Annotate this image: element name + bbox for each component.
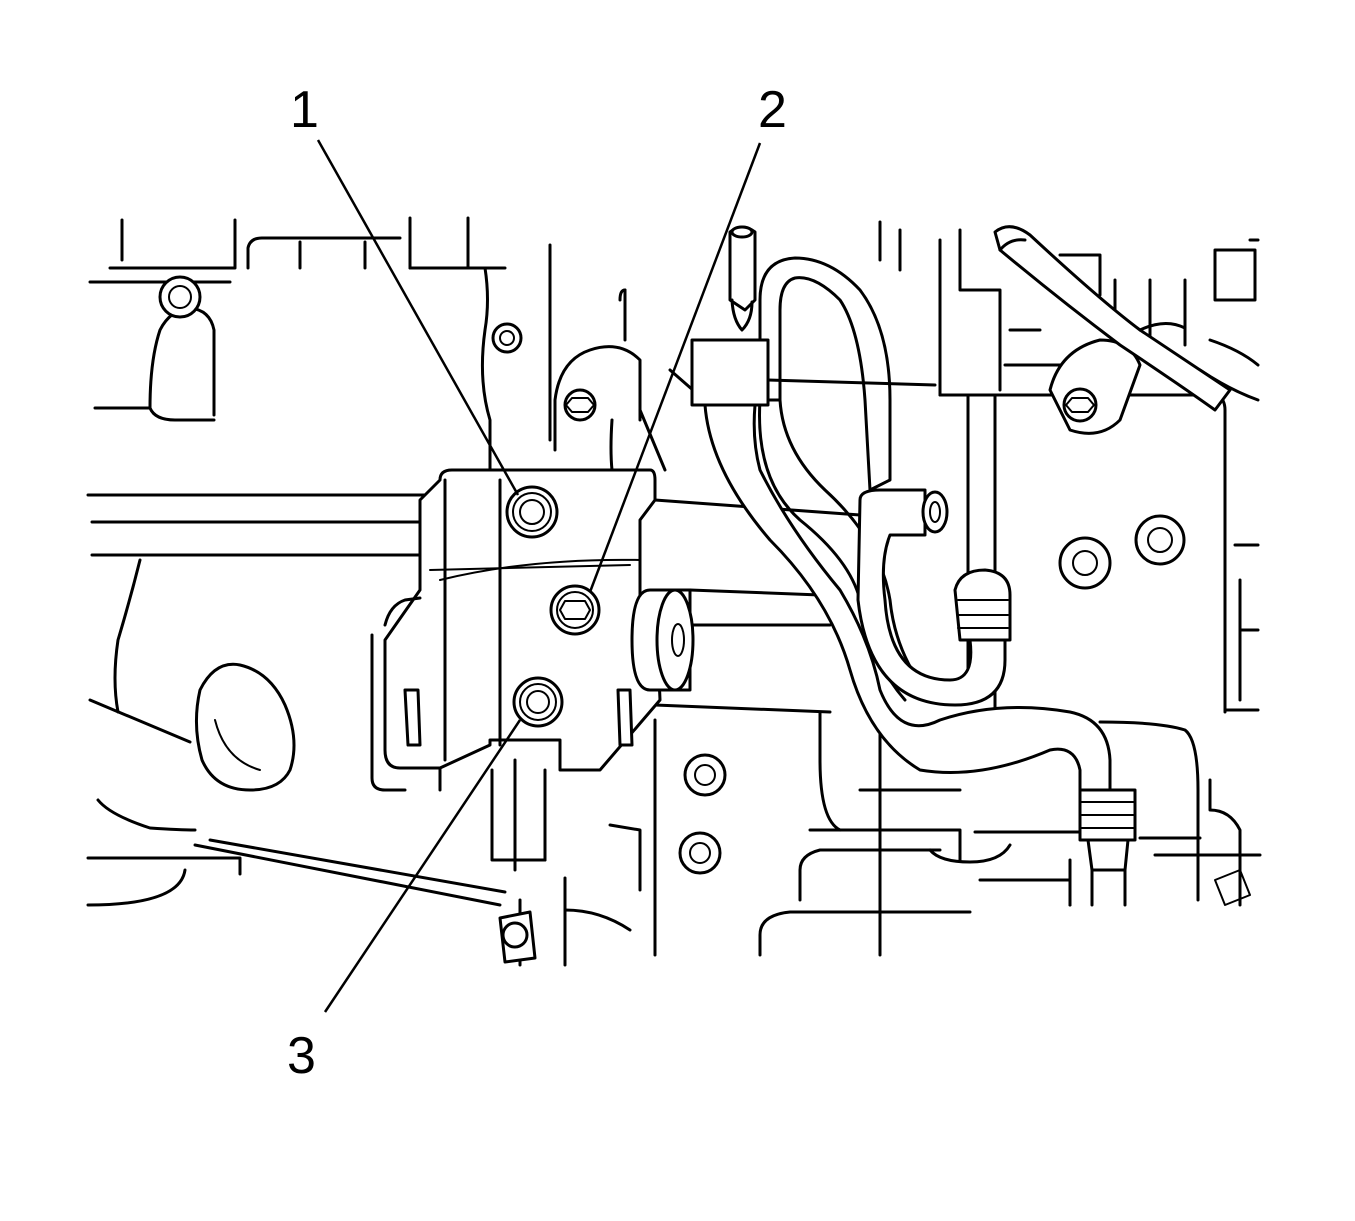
s-hose: [703, 403, 1112, 802]
right-block-bosses: [1058, 514, 1186, 590]
hex-bolt-lower-left: [498, 910, 537, 964]
lower-middle-block: [490, 718, 657, 967]
callout-3-leader: [323, 719, 522, 1013]
middle-housing: [553, 288, 712, 472]
hose-connector: [953, 568, 1012, 642]
upper-left-boss: [158, 275, 202, 319]
lower-hose-coupling: [1068, 788, 1137, 907]
hose-fitting: [690, 338, 937, 407]
callout-1-label: 1: [290, 81, 319, 139]
callout-1: 1: [290, 81, 520, 496]
callout-1-leader: [316, 139, 520, 496]
callout-2-label: 2: [758, 81, 787, 139]
bolt-3: [512, 676, 564, 728]
callout-3-label: 3: [287, 1027, 316, 1085]
bolt-1: [505, 485, 559, 539]
right-bracket-bolt: [1048, 338, 1142, 435]
callout-2: 2: [588, 81, 787, 593]
lower-middle-bosses: [678, 753, 727, 875]
callout-2-leader: [588, 142, 762, 593]
upper-left-housing: [88, 216, 552, 472]
lower-left-manifold: [86, 558, 507, 907]
mounting-bracket: [370, 468, 662, 792]
small-nut-upper: [491, 322, 523, 354]
vertical-stem: [728, 225, 757, 332]
hex-bolt-upper-middle: [563, 388, 597, 422]
hose-elbow: [856, 488, 1007, 707]
bushing-cylinder: [630, 588, 695, 692]
bolt-2: [549, 584, 601, 636]
callout-3: 3: [287, 719, 522, 1085]
upper-right-hose: [993, 225, 1232, 412]
